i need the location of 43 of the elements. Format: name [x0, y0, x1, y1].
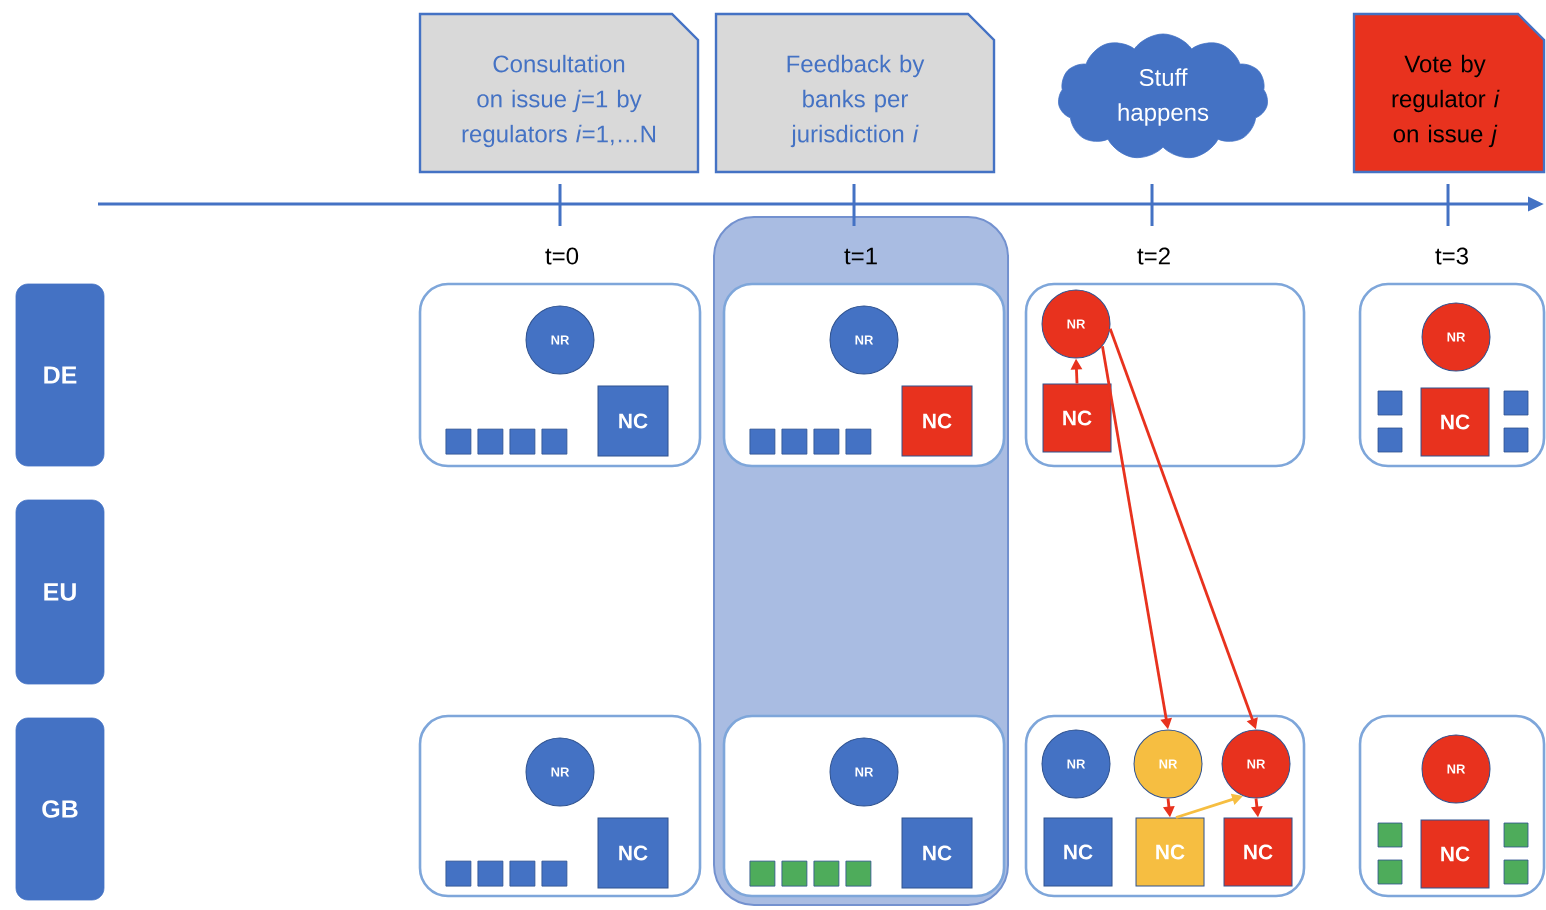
small-square — [781, 428, 808, 455]
small-square — [845, 860, 872, 887]
small-square — [541, 428, 568, 455]
square-node: NC — [1042, 383, 1112, 453]
small-square — [477, 860, 504, 887]
small-square — [1377, 427, 1403, 453]
row-header: GB — [15, 717, 105, 901]
small-square — [1377, 822, 1403, 848]
small-square — [813, 860, 840, 887]
small-square — [445, 860, 472, 887]
small-square — [1377, 390, 1403, 416]
time-label: t=0 — [545, 247, 579, 265]
small-square — [845, 428, 872, 455]
square-node: NC — [597, 817, 669, 889]
small-square — [509, 428, 536, 455]
note-box: Feedback by banks per jurisdiction i — [714, 12, 996, 174]
small-square — [445, 428, 472, 455]
small-square — [781, 860, 808, 887]
square-node: NC — [1135, 817, 1205, 887]
small-square — [749, 428, 776, 455]
small-square — [1377, 859, 1403, 885]
small-square — [749, 860, 776, 887]
note-box: Vote by regulator i on issue j — [1352, 12, 1546, 174]
square-node: NC — [901, 817, 973, 889]
small-square — [813, 428, 840, 455]
small-square — [1503, 822, 1529, 848]
square-node: NC — [901, 385, 973, 457]
square-node: NC — [597, 385, 669, 457]
row-header: DE — [15, 283, 105, 467]
square-node: NC — [1420, 819, 1490, 889]
small-square — [1503, 390, 1529, 416]
small-square — [1503, 427, 1529, 453]
square-node: NC — [1223, 817, 1293, 887]
square-node: NC — [1043, 817, 1113, 887]
time-label: t=2 — [1137, 247, 1170, 265]
small-square — [1503, 859, 1529, 885]
square-node: NC — [1420, 387, 1490, 457]
small-square — [509, 860, 536, 887]
row-header: EU — [15, 499, 105, 685]
small-square — [477, 428, 504, 455]
time-label: t=3 — [1435, 247, 1468, 265]
note-box: Consultation on issue j=1 by regulators i=1,…N — [418, 12, 700, 174]
small-square — [541, 860, 568, 887]
